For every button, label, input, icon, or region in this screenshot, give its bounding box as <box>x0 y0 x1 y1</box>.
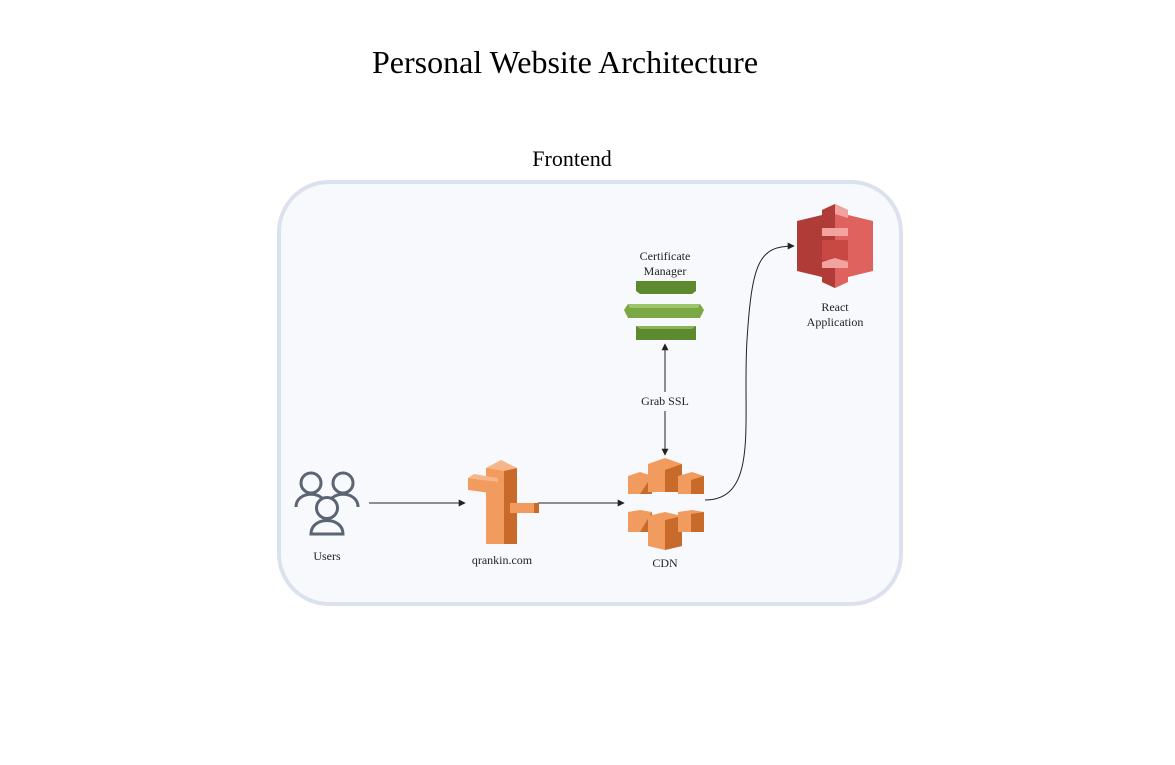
node-label-users: Users <box>313 549 341 563</box>
edge-label-grab-ssl: Grab SSL <box>626 392 704 411</box>
diagram-title: Personal Website Architecture <box>371 44 759 80</box>
node-label-certificate-manager: Certificate Manager <box>639 249 691 278</box>
edge-cdn-to-s3 <box>704 242 795 501</box>
node-label-s3: React Application <box>806 300 864 329</box>
certificate-manager-icon <box>624 281 704 340</box>
node-label-route53: qrankin.com <box>471 553 533 567</box>
s3-bucket-icon <box>797 204 873 288</box>
route53-icon <box>468 460 539 544</box>
cloudfront-icon <box>628 458 704 550</box>
users-icon <box>294 471 360 536</box>
group-label-frontend: Frontend <box>532 146 612 171</box>
node-label-cdn: CDN <box>652 556 678 570</box>
